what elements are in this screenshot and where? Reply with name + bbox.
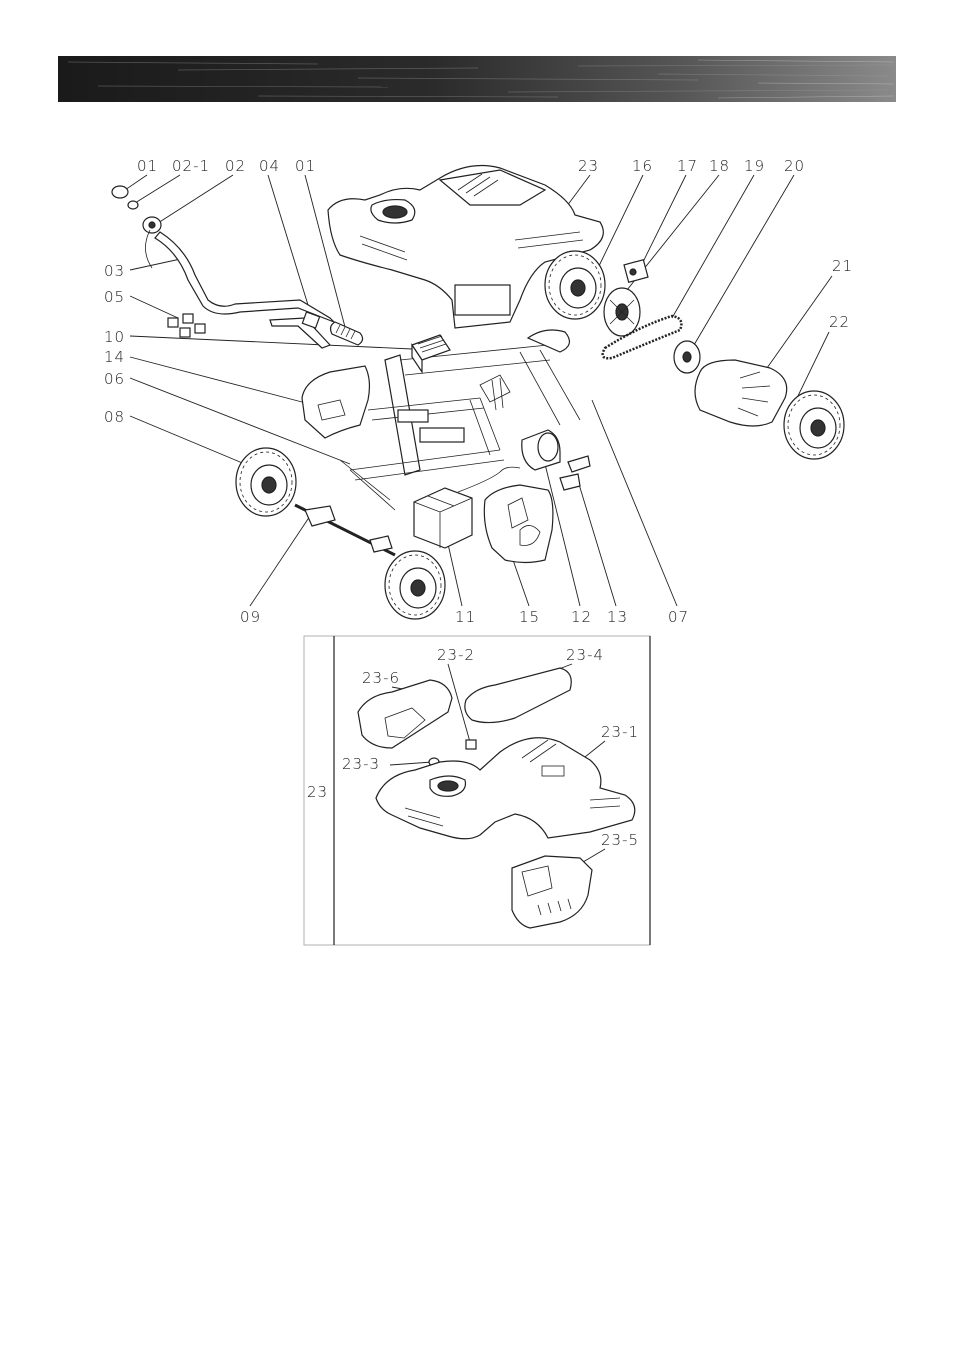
callout-label: 17 bbox=[677, 157, 698, 175]
callout-label: 12 bbox=[571, 608, 592, 626]
callout-label: 05 bbox=[104, 288, 125, 306]
handle-grip-part bbox=[331, 322, 363, 345]
motor-bracket-part bbox=[560, 456, 590, 490]
front-fender-part bbox=[358, 680, 452, 748]
controller-box-part bbox=[412, 335, 450, 372]
callout-label: 19 bbox=[744, 157, 765, 175]
callout-label: 01 bbox=[137, 157, 158, 175]
footrest-part bbox=[512, 856, 592, 928]
inset-callout-label: 23-3 bbox=[342, 755, 380, 773]
callout-label: 09 bbox=[240, 608, 261, 626]
front-wheel-part bbox=[236, 448, 296, 516]
callout-label: 23 bbox=[578, 157, 599, 175]
brake-disc-part bbox=[604, 288, 640, 336]
front-panel-part bbox=[302, 366, 369, 438]
callout-label: 20 bbox=[784, 157, 805, 175]
callout-label: 13 bbox=[607, 608, 628, 626]
callout-label: 10 bbox=[104, 328, 125, 346]
callout-label: 02 bbox=[225, 157, 246, 175]
inset-side-label: 23 bbox=[307, 783, 328, 801]
rear-wheel-part bbox=[784, 391, 844, 459]
callout-label: 04 bbox=[259, 157, 280, 175]
inset-callout-label: 23-4 bbox=[566, 646, 604, 664]
brake-caliper-part bbox=[624, 260, 648, 283]
callout-label: 03 bbox=[104, 262, 125, 280]
handlebar-part bbox=[145, 230, 334, 322]
callout-label: 16 bbox=[632, 157, 653, 175]
motor-part bbox=[522, 430, 560, 470]
inset-callout-label: 23-5 bbox=[601, 831, 639, 849]
callout-label: 08 bbox=[104, 408, 125, 426]
chain-guard-part bbox=[695, 360, 787, 426]
rear-cover-part bbox=[484, 485, 553, 563]
handlebar-clamp-part bbox=[168, 314, 205, 337]
callout-label: 01 bbox=[295, 157, 316, 175]
seat-part bbox=[465, 668, 571, 723]
clip-part bbox=[466, 740, 476, 749]
callout-label: 15 bbox=[519, 608, 540, 626]
callout-label: 11 bbox=[455, 608, 476, 626]
callout-label: 06 bbox=[104, 370, 125, 388]
callout-label: 07 bbox=[668, 608, 689, 626]
callout-label: 18 bbox=[709, 157, 730, 175]
body-main-part bbox=[376, 738, 635, 839]
handle-grip-end-part bbox=[112, 186, 161, 233]
callout-label: 02-1 bbox=[172, 157, 210, 175]
frame-part bbox=[340, 330, 580, 510]
callout-label: 14 bbox=[104, 348, 125, 366]
front-wheel-part bbox=[385, 551, 445, 619]
inset-callout-label: 23-1 bbox=[601, 723, 639, 741]
inset-callout-label: 23-2 bbox=[437, 646, 475, 664]
front-axle-part bbox=[295, 505, 395, 555]
rear-wheel-part bbox=[545, 251, 605, 319]
callout-label: 22 bbox=[829, 313, 850, 331]
sprocket-part bbox=[674, 341, 700, 373]
callout-label: 21 bbox=[832, 257, 853, 275]
inset-callout-label: 23-6 bbox=[362, 669, 400, 687]
